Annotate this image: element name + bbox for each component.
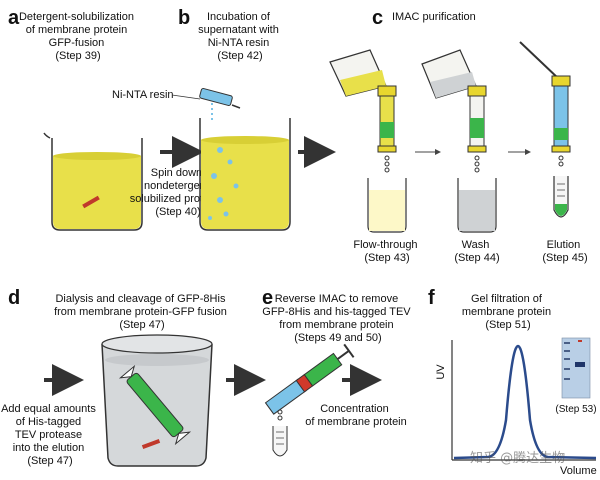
panel-a-caption-line: Detergent-solubilization bbox=[19, 11, 134, 23]
elution-peak-trace bbox=[453, 344, 597, 460]
dialysis-bag bbox=[118, 364, 192, 446]
panel-a-caption-line: of membrane protein bbox=[26, 24, 128, 36]
concentration-label: Concentration of membrane protein bbox=[305, 403, 407, 428]
volume-axis-label: Volume bbox=[560, 465, 597, 477]
panel-a-caption-line: GFP-fusion bbox=[49, 37, 105, 49]
gel-filtration-chart: UV Volume (Step 53) bbox=[435, 337, 597, 477]
panel-c-caption: IMAC purification bbox=[392, 11, 476, 23]
panel-b-caption: Incubation of supernatant with Ni-NTA re… bbox=[198, 11, 282, 62]
ni-nta-resin-label: Ni-NTA resin bbox=[112, 89, 174, 101]
panel-a-caption-line: (Step 39) bbox=[55, 50, 100, 62]
flow-through-label: Flow-through (Step 43) bbox=[353, 239, 420, 264]
panel-d-caption: Dialysis and cleavage of GFP-8His from m… bbox=[54, 293, 230, 331]
panel-f-caption: Gel filtration of membrane protein (Step… bbox=[462, 293, 554, 331]
panel-e-letter: e bbox=[262, 287, 273, 309]
panel-c-letter: c bbox=[372, 7, 383, 29]
debris-particle bbox=[82, 195, 100, 209]
watermark-text: 知乎 @腾达生物 bbox=[470, 450, 565, 466]
syringe-b bbox=[199, 87, 241, 122]
gel-step-label: (Step 53) bbox=[555, 404, 596, 415]
add-tev-label: Add equal amounts of His-tagged TEV prot… bbox=[1, 403, 99, 467]
imac-column-flowthrough bbox=[329, 49, 407, 233]
imac-column-wash bbox=[421, 49, 497, 233]
yellow-liquid bbox=[53, 156, 141, 229]
beaker-a bbox=[43, 132, 143, 231]
wash-label: Wash (Step 44) bbox=[454, 239, 499, 264]
elution-label: Elution (Step 45) bbox=[542, 239, 587, 264]
panel-b-letter: b bbox=[178, 7, 190, 29]
reverse-imac-syringe bbox=[264, 343, 355, 457]
panel-d-letter: d bbox=[8, 287, 20, 309]
panel-f-letter: f bbox=[428, 287, 435, 309]
panel-a-caption: Detergent-solubilization of membrane pro… bbox=[19, 11, 137, 62]
beaker-b bbox=[199, 118, 291, 231]
panel-a-letter: a bbox=[8, 7, 20, 29]
imac-column-elution bbox=[519, 41, 571, 218]
panel-e-caption: Reverse IMAC to remove GFP-8His and his-… bbox=[262, 293, 413, 344]
dialysis-beaker bbox=[101, 334, 213, 467]
uv-axis-label: UV bbox=[435, 364, 447, 380]
